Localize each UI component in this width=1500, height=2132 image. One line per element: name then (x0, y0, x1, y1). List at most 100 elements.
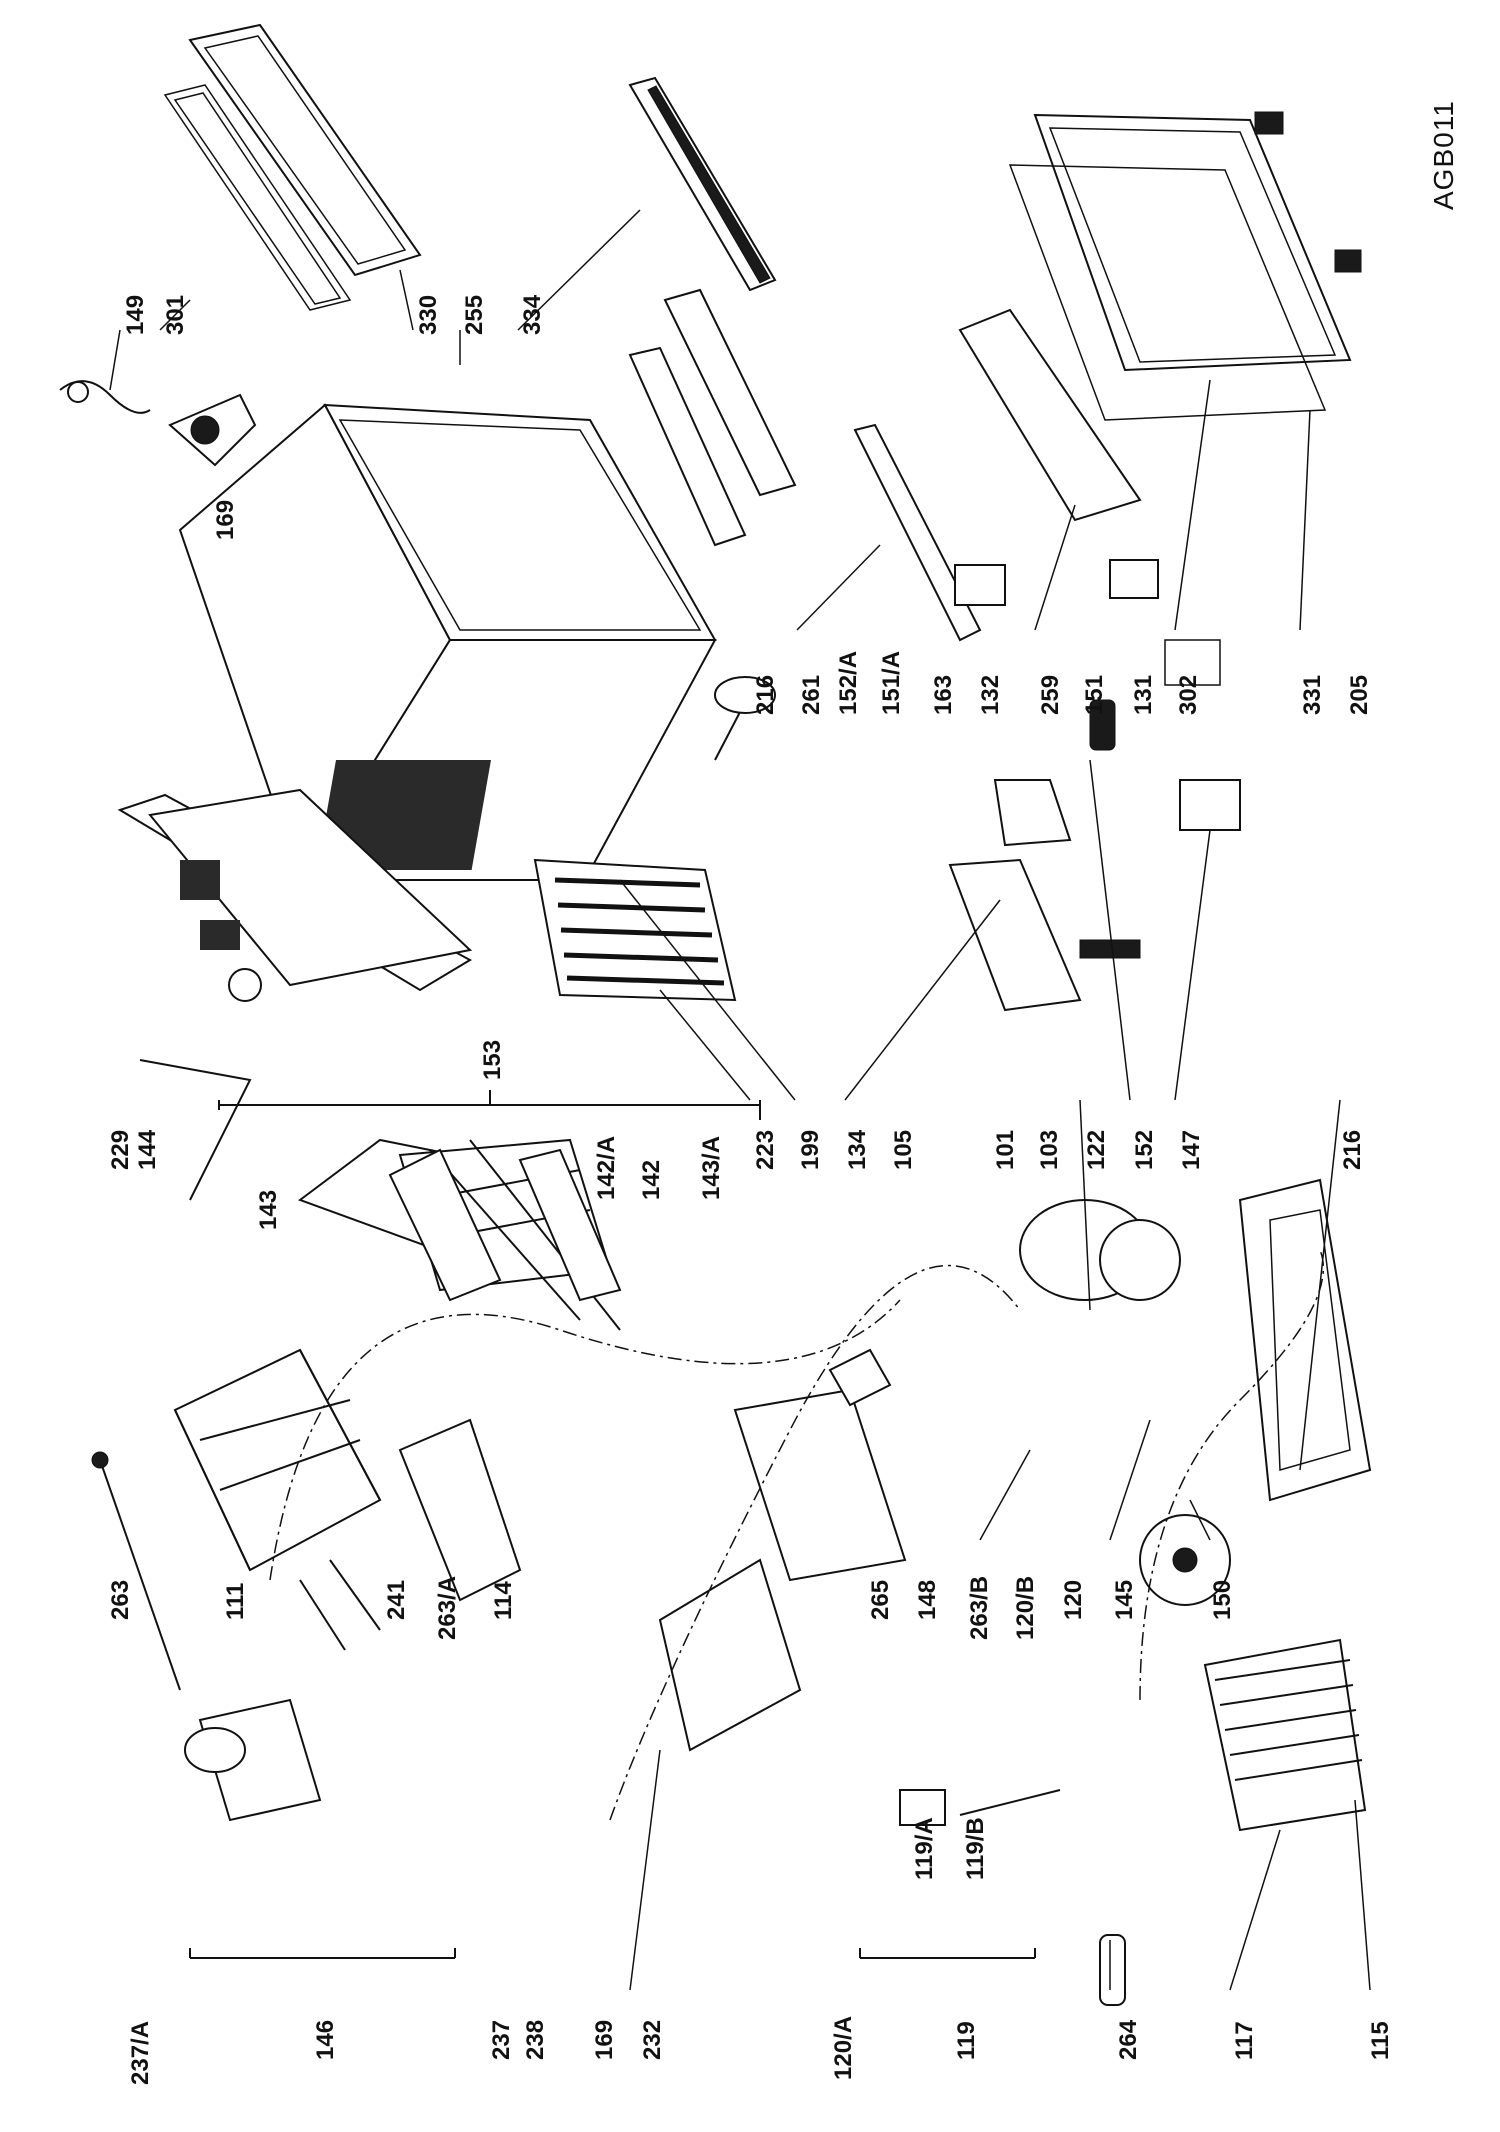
callout-131: 131 (1130, 675, 1157, 715)
callout-labels: 149 169 301 330 255 334 216 261 152/A 15… (107, 294, 1394, 2085)
thermostat-169 (168, 393, 257, 467)
bracket-241 (299, 1559, 381, 1651)
rail-334 (628, 76, 777, 292)
relay-147 (1164, 639, 1241, 831)
callout-105: 105 (890, 1130, 917, 1170)
cabinet-body (178, 403, 717, 883)
callout-114: 114 (490, 1581, 517, 1620)
tubing-dash-a (269, 1299, 901, 1581)
callout-115: 115 (1367, 2021, 1394, 2060)
callout-142: 142 (638, 1160, 665, 1200)
callout-169-bottom: 169 (591, 2020, 618, 2060)
callout-101: 101 (992, 1130, 1019, 1170)
callout-149: 149 (122, 295, 149, 335)
condenser-117 (1203, 1638, 1367, 1832)
reservoir-tray (658, 1558, 802, 1752)
callout-334: 334 (519, 294, 546, 335)
callout-111: 111 (222, 1583, 249, 1620)
callout-144: 144 (134, 1129, 161, 1170)
callout-103: 103 (1036, 1130, 1063, 1170)
callout-255: 255 (461, 295, 488, 335)
callout-152: 152 (1131, 1130, 1158, 1170)
door-frame-302 (1033, 113, 1352, 372)
callout-119a: 119/A (911, 1817, 938, 1880)
callout-302: 302 (1175, 675, 1202, 715)
callout-120b: 120/B (1012, 1576, 1039, 1640)
switch-131 (1109, 559, 1159, 599)
bar-263 (91, 1451, 181, 1691)
callout-241: 241 (383, 1580, 410, 1620)
callout-119: 119 (953, 2021, 980, 2060)
curtain-114 (398, 1418, 522, 1602)
callout-264: 264 (1115, 2019, 1142, 2060)
compressor-101 (1019, 1199, 1181, 1301)
callout-261: 261 (798, 675, 825, 715)
motor-237 (184, 1698, 322, 1822)
callout-259: 259 (1037, 675, 1064, 715)
callout-265: 265 (867, 1580, 894, 1620)
callout-132: 132 (977, 675, 1004, 715)
drawing-code: AGB011 (1428, 100, 1459, 210)
callout-152a: 152/A (835, 651, 862, 715)
callout-143a: 143/A (698, 1136, 725, 1200)
callout-153: 153 (479, 1040, 506, 1080)
valve-119 (899, 1789, 1061, 1826)
callout-330: 330 (415, 295, 442, 335)
hinge-bracket-upper (628, 288, 797, 547)
base-tray (733, 1178, 1372, 1582)
callout-238: 238 (522, 2020, 549, 2060)
callout-216-top: 216 (752, 675, 779, 715)
callout-145: 145 (1111, 1580, 1138, 1620)
group-bracket-153 (218, 1090, 761, 1120)
filter-264 (1099, 1934, 1126, 2006)
door-panel-330 (188, 23, 422, 277)
fan-motor-150 (1139, 1514, 1231, 1606)
callout-119b: 119/B (962, 1817, 989, 1880)
callout-232: 232 (639, 2020, 666, 2060)
callout-223: 223 (752, 1130, 779, 1170)
callout-263a: 263/A (434, 1576, 461, 1640)
callout-151a: 151/A (878, 651, 905, 715)
callout-120-mid: 120 (1060, 1580, 1087, 1620)
callout-263b: 263/B (966, 1576, 993, 1640)
door-gasket-301 (163, 84, 352, 311)
sensor-149 (59, 380, 151, 414)
hinge-205 (1254, 111, 1362, 273)
callout-151: 151 (1081, 675, 1108, 715)
callout-134: 134 (844, 1129, 871, 1170)
callout-216-bottom: 216 (1339, 1130, 1366, 1170)
group-bracket-146 (189, 1948, 456, 1959)
callout-147: 147 (1178, 1130, 1205, 1170)
handle-261 (853, 423, 982, 642)
callout-117: 117 (1231, 2021, 1258, 2060)
tubing-dash-c (1139, 1249, 1325, 1701)
rod-144 (139, 1059, 252, 1201)
door-gasket-331 (1008, 164, 1327, 421)
grid-143 (388, 1148, 622, 1302)
group-bracket-119 (859, 1948, 1036, 1959)
callout-237a: 237/A (127, 2021, 154, 2085)
water-pump-148 (828, 1348, 892, 1407)
callout-120a: 120/A (830, 2016, 857, 2080)
callout-229: 229 (107, 1130, 134, 1170)
back-panel (117, 788, 473, 1002)
callout-199: 199 (797, 1130, 824, 1170)
grille-223 (533, 858, 737, 1002)
callout-263: 263 (107, 1580, 134, 1620)
fuse-151 (1089, 699, 1116, 751)
callout-148: 148 (914, 1580, 941, 1620)
callout-237: 237 (488, 2020, 515, 2060)
callout-143: 143 (255, 1190, 282, 1230)
callout-142a: 142/A (593, 1136, 620, 1200)
shelf-259 (958, 308, 1142, 522)
leader-lines (109, 209, 1371, 1991)
callout-205: 205 (1346, 675, 1373, 715)
callout-163: 163 (930, 675, 957, 715)
callout-169-top: 169 (212, 500, 239, 540)
callout-150: 150 (1209, 1580, 1236, 1620)
control-box (948, 779, 1141, 1012)
callout-122: 122 (1083, 1130, 1110, 1170)
callout-146: 146 (312, 2020, 339, 2060)
scoop-216 (714, 676, 776, 761)
